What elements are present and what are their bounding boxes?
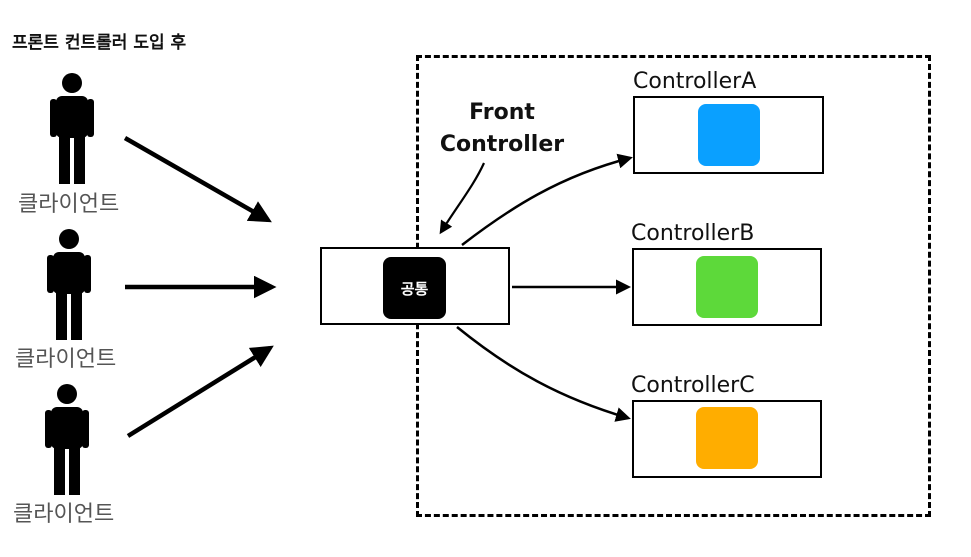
controller-c-label: ControllerC — [631, 373, 755, 398]
controller-c-block — [696, 407, 758, 469]
person-icon — [50, 73, 94, 184]
controller-a-label: ControllerA — [633, 69, 757, 94]
client-label: 클라이언트 — [15, 347, 117, 372]
front-controller-label: Front Controller — [432, 97, 572, 161]
controller-b-block — [696, 256, 758, 318]
client-arrow — [126, 345, 274, 438]
common-block: 공통 — [383, 257, 446, 319]
person-icon — [45, 384, 89, 495]
page-title: 프론트 컨트롤러 도입 후 — [12, 33, 187, 53]
front-controller-label-line2: Controller — [439, 132, 565, 157]
client-label: 클라이언트 — [13, 502, 115, 527]
front-controller-label-line1: Front — [469, 100, 535, 125]
controller-b-label: ControllerB — [631, 221, 755, 246]
controller-arrow — [456, 326, 631, 422]
controller-arrow — [461, 153, 633, 246]
client-label: 클라이언트 — [18, 192, 120, 217]
controller-a-block — [698, 104, 760, 166]
front-label-arrow — [439, 162, 486, 235]
person-icon — [47, 229, 91, 340]
client-arrow — [123, 136, 272, 223]
